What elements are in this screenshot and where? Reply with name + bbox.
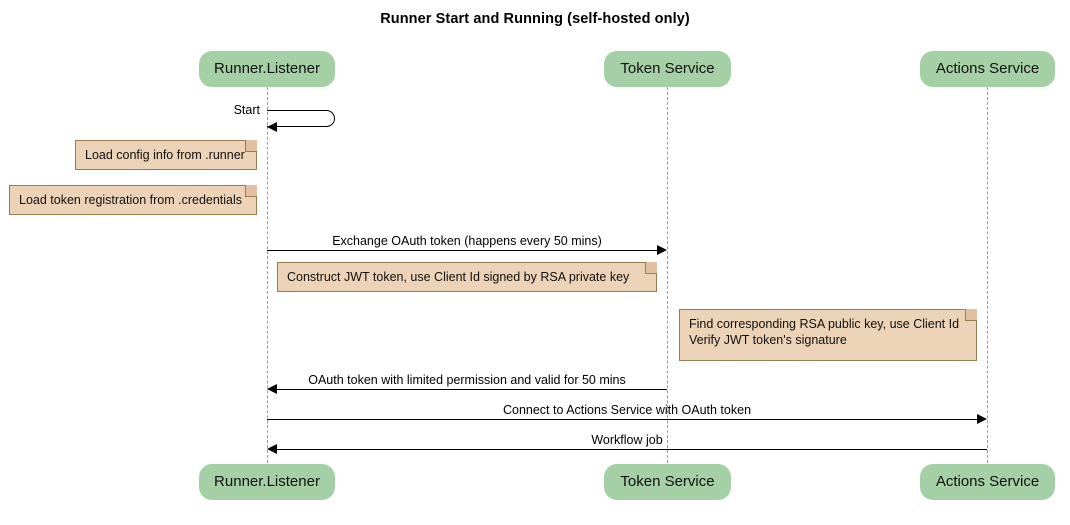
note-load-token-registration: Load token registration from .credential… xyxy=(9,185,257,215)
note-text-line: Find corresponding RSA public key, use C… xyxy=(689,317,960,331)
note-fold-corner-icon xyxy=(965,309,977,321)
message-label-connect-actions-service: Connect to Actions Service with OAuth to… xyxy=(502,403,752,417)
participant-actions-service-top[interactable]: Actions Service xyxy=(920,51,1055,87)
message-label-workflow-job: Workflow job xyxy=(591,433,663,447)
participant-actions-service-bottom[interactable]: Actions Service xyxy=(920,464,1055,500)
participant-label: Token Service xyxy=(620,60,715,77)
note-text-line: Load token registration from .credential… xyxy=(19,193,243,207)
note-load-config: Load config info from .runner xyxy=(75,140,257,170)
message-label-oauth-token-response: OAuth token with limited permission and … xyxy=(308,373,626,387)
note-text-line: Verify JWT token's signature xyxy=(689,333,847,347)
lifeline-runner-listener xyxy=(267,87,268,463)
note-verify-jwt-signature: Find corresponding RSA public key, use C… xyxy=(679,309,977,361)
participant-runner-listener-bottom[interactable]: Runner.Listener xyxy=(199,464,335,500)
self-message-arrowhead-start xyxy=(267,122,277,132)
note-text-line: Construct JWT token, use Client Id signe… xyxy=(287,270,630,284)
note-fold-corner-icon xyxy=(645,262,657,274)
lifeline-token-service xyxy=(667,87,668,463)
message-line-exchange-oauth-token xyxy=(267,250,657,251)
self-message-loop-start xyxy=(267,110,335,127)
message-arrowhead-exchange-oauth-token xyxy=(657,245,667,255)
message-line-workflow-job xyxy=(277,449,987,450)
participant-label: Runner.Listener xyxy=(214,473,320,490)
participant-token-service-top[interactable]: Token Service xyxy=(604,51,731,87)
message-arrowhead-oauth-token-response xyxy=(267,384,277,394)
participant-label: Actions Service xyxy=(935,473,1040,490)
participant-token-service-bottom[interactable]: Token Service xyxy=(604,464,731,500)
note-text-line: Load config info from .runner xyxy=(85,148,245,162)
lifeline-actions-service xyxy=(987,87,988,463)
participant-label: Actions Service xyxy=(935,60,1040,77)
message-label-exchange-oauth-token: Exchange OAuth token (happens every 50 m… xyxy=(332,234,602,248)
message-line-oauth-token-response xyxy=(277,389,667,390)
message-line-connect-actions-service xyxy=(267,419,977,420)
note-fold-corner-icon xyxy=(245,185,257,197)
message-arrowhead-connect-actions-service xyxy=(977,414,987,424)
self-message-label-start: Start xyxy=(233,103,260,117)
note-construct-jwt-token: Construct JWT token, use Client Id signe… xyxy=(277,262,657,292)
note-fold-corner-icon xyxy=(245,140,257,152)
participant-label: Runner.Listener xyxy=(214,60,320,77)
participant-runner-listener-top[interactable]: Runner.Listener xyxy=(199,51,335,87)
diagram-title: Runner Start and Running (self-hosted on… xyxy=(380,11,690,27)
participant-label: Token Service xyxy=(620,473,715,490)
message-arrowhead-workflow-job xyxy=(267,444,277,454)
